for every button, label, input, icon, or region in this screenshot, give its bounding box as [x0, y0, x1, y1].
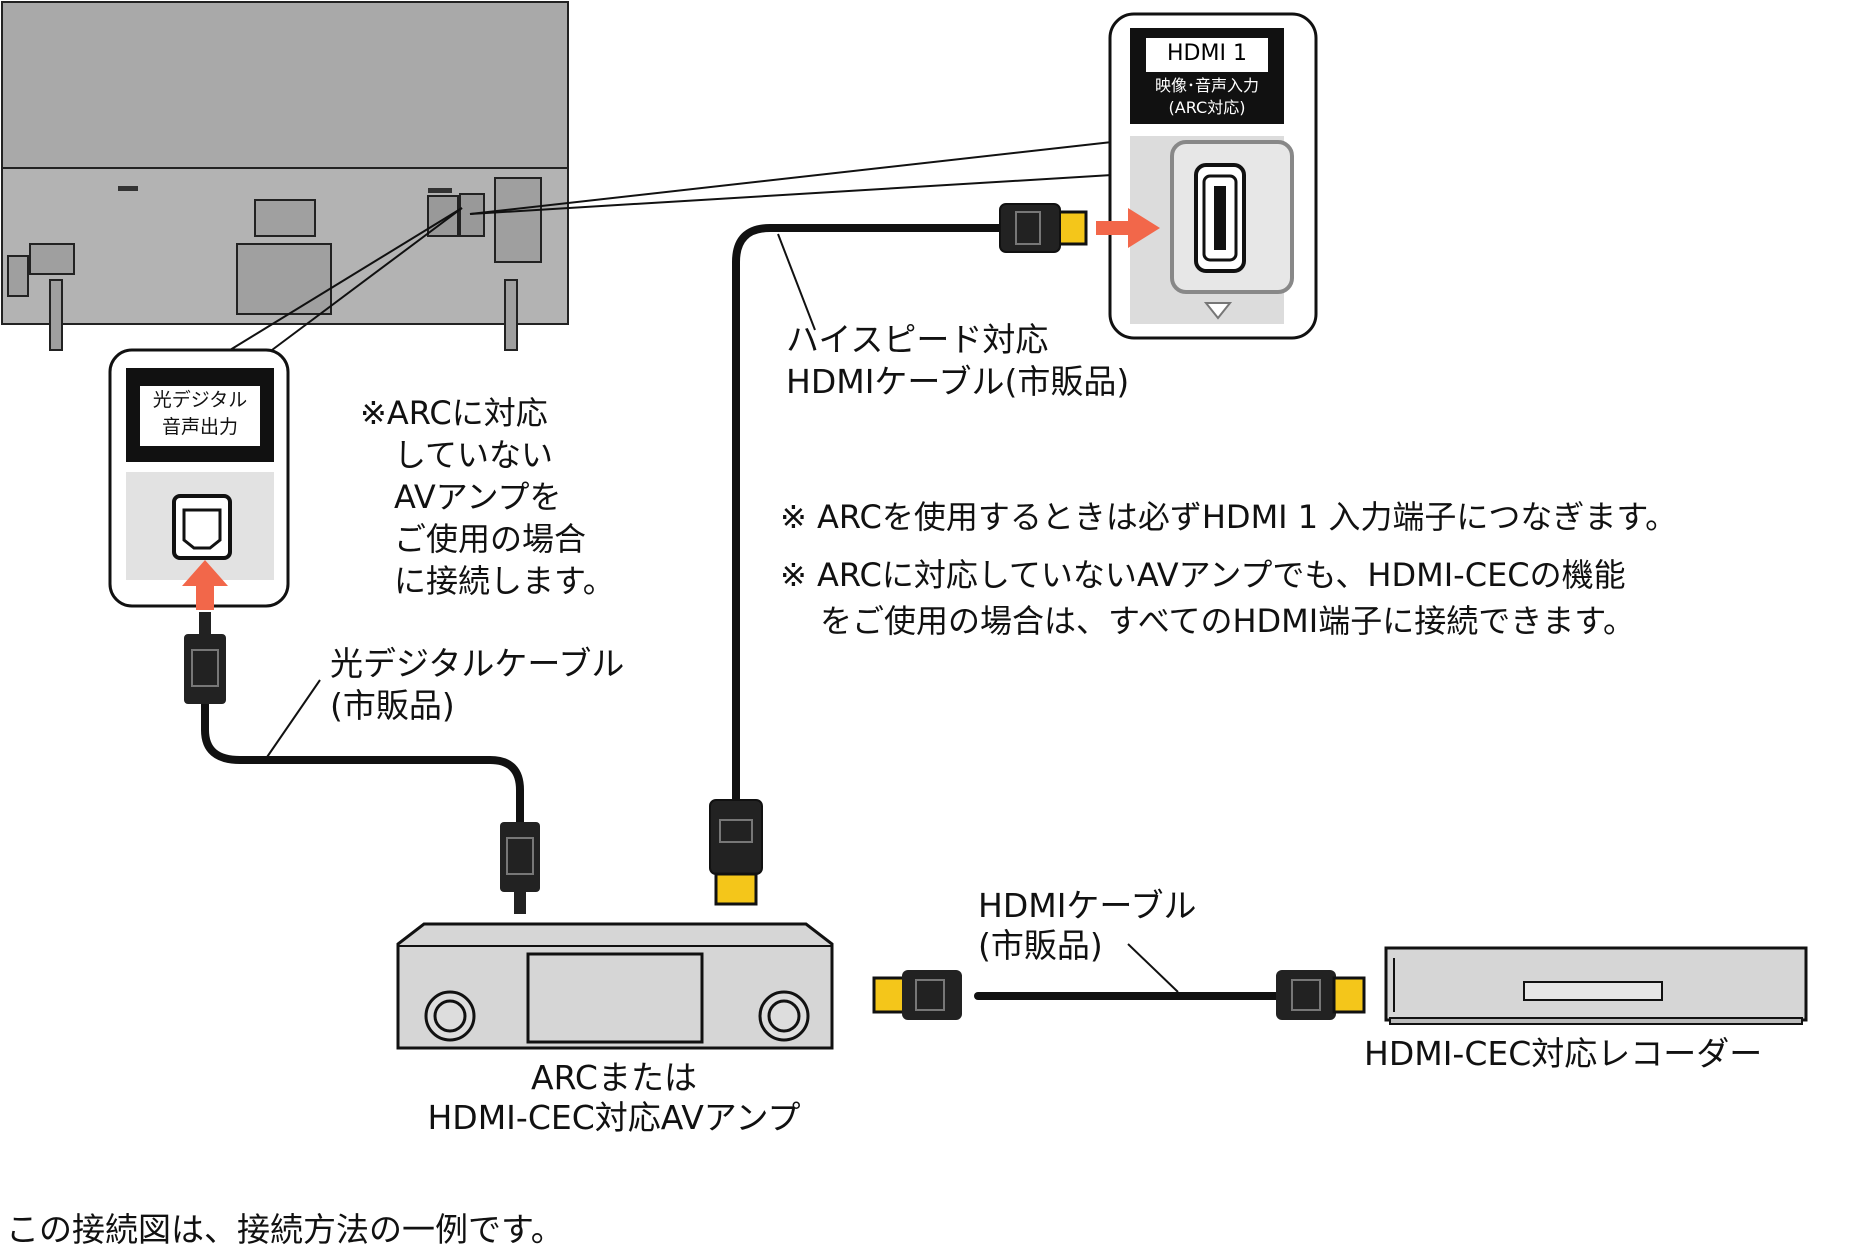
recorder [1384, 946, 1808, 1025]
hdmi1-title: HDMI 1 [1146, 41, 1268, 68]
highspeed-cable-label-2: HDMIケーブル(市販品) [786, 362, 1130, 401]
hdmi-cable-label-2: (市販品) [978, 926, 1103, 965]
arc-side-note-1: ※ARCに対応 [360, 394, 548, 432]
callout-leaders [229, 141, 1113, 351]
main-note-2a: ※ ARCに対応していないAVアンプでも、HDMI-CECの機能 [780, 556, 1626, 594]
tv-back [1, 1, 569, 351]
hdmi1-line1: 映像･音声入力 [1154, 76, 1259, 95]
arc-side-note-5: に接続します。 [394, 562, 615, 600]
amp-label-2: HDMI-CEC対応AVアンプ [427, 1098, 801, 1137]
insert-arrows [182, 208, 1160, 610]
recorder-label: HDMI-CEC対応レコーダー [1364, 1034, 1763, 1073]
arc-side-note-4: ご使用の場合 [394, 520, 587, 558]
amp-label-1: ARCまたは [531, 1058, 697, 1097]
hdmi1-line2: (ARC対応) [1168, 98, 1246, 117]
hdmi-plug-tv [999, 203, 1088, 253]
optical-plug-amp [500, 822, 540, 914]
optical-line1: 光デジタル [152, 389, 248, 411]
main-note-2b: をご使用の場合は、すべてのHDMI端子に接続できます。 [820, 602, 1636, 640]
hdmi-cable-label-1: HDMIケーブル [978, 886, 1197, 925]
optical-plug-tv [184, 612, 226, 704]
optical-callout [108, 348, 290, 608]
optical-cable-label-2: (市販品) [330, 686, 455, 725]
optical-cable-label-1: 光デジタルケーブル [330, 644, 625, 683]
hdmi-plug-right [1276, 970, 1366, 1020]
hdmi1-callout [1108, 12, 1318, 340]
highspeed-cable-label-1: ハイスピード対応 [786, 320, 1049, 359]
optical-line2: 音声出力 [161, 416, 238, 438]
hdmi-plug-amp [709, 799, 763, 906]
arc-side-note-2: していない [394, 436, 554, 474]
av-amplifier [396, 922, 834, 1050]
arc-side-note-3: AVアンプを [394, 478, 562, 516]
main-note-1: ※ ARCを使用するときは必ずHDMI 1 入力端子につなぎます。 [780, 498, 1678, 536]
cables [201, 224, 1280, 1000]
label-leaders [264, 233, 1179, 993]
footer-note: この接続図は、接続方法の一例です。 [6, 1210, 564, 1249]
hdmi-plug-left [872, 970, 962, 1020]
